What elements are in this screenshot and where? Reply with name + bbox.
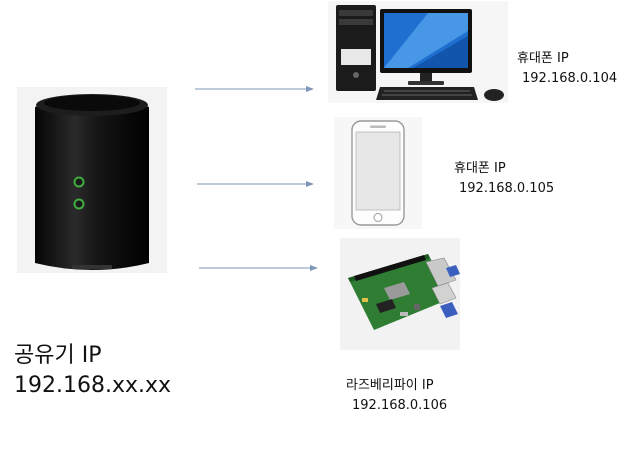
desktop-computer-icon (328, 1, 508, 103)
desktop-device-name: 휴대폰 IP (517, 49, 617, 69)
raspberry-pi-ip: 192.168.0.106 (346, 396, 447, 416)
router-label: 공유기 IP 192.168.xx.xx (14, 341, 171, 401)
desktop-computer-image (328, 1, 508, 103)
raspberry-pi-image (340, 238, 460, 350)
smartphone-image (334, 117, 422, 229)
phone-device-label: 휴대폰 IP 192.168.0.105 (454, 159, 554, 199)
desktop-device-label: 휴대폰 IP 192.168.0.104 (517, 49, 617, 89)
raspberry-pi-label: 라즈베리파이 IP 192.168.0.106 (346, 376, 447, 416)
router-title: 공유기 IP (14, 341, 171, 371)
raspberry-pi-name: 라즈베리파이 IP (346, 376, 447, 396)
smartphone-icon (334, 117, 422, 229)
phone-device-ip: 192.168.0.105 (454, 179, 554, 199)
router-ip: 192.168.xx.xx (14, 371, 171, 401)
raspberry-pi-board-icon (340, 238, 460, 350)
phone-device-name: 휴대폰 IP (454, 159, 554, 179)
desktop-device-ip: 192.168.0.104 (517, 69, 617, 89)
